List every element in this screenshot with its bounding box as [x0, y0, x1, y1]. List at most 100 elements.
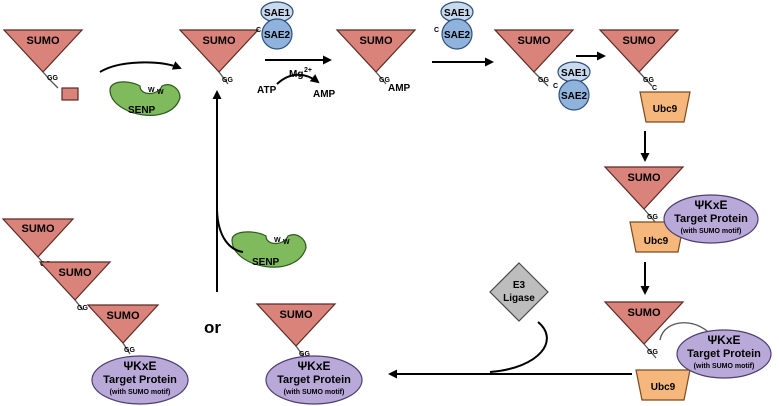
gg-label: GG: [647, 349, 658, 356]
or-label: or: [204, 318, 221, 337]
senp-label: SENP: [252, 257, 280, 268]
c-label: C: [256, 27, 261, 34]
sumoylated-target: SUMO GG ΨKxE Target Protein (with SUMO m…: [255, 303, 363, 405]
sae2-circle: [261, 18, 293, 50]
senp-w1: W: [274, 237, 281, 244]
sae2-label: SAE2: [561, 91, 588, 102]
target-protein-label: Target Protein: [103, 374, 177, 386]
gg-label: GG: [379, 77, 390, 84]
sumo-triangle: [603, 301, 685, 345]
sumo-motif-label: (with SUMO motif): [110, 389, 171, 396]
sumo-triangle: [2, 29, 84, 73]
atp-amp-arrow: [276, 73, 320, 85]
sumo-label: SUMO: [59, 267, 92, 279]
ubc9-label: Ubc9: [651, 382, 676, 393]
senp-top: SENP W W: [109, 81, 181, 116]
sumo-triangle: [335, 29, 417, 73]
ubc9-label: Ubc9: [644, 236, 669, 247]
mg-label: Mg: [289, 69, 303, 80]
target-protein: [676, 329, 772, 379]
propeptide-square: [61, 87, 79, 101]
sae1-label: SAE1: [444, 8, 471, 19]
cleavage-arrow: [99, 61, 182, 73]
sumo-motif-label: (with SUMO motif): [681, 228, 742, 235]
target-protein: [663, 194, 759, 244]
pro-sumo: SUMO GG: [2, 29, 84, 101]
e3-diamond: [489, 262, 549, 322]
gg-label: GG: [124, 347, 135, 354]
sumo-triangle-2: [38, 261, 112, 301]
mg-superscript: 2+: [304, 67, 312, 74]
gg-tail: [643, 208, 657, 224]
sumo-triangle: [603, 166, 685, 210]
sumo-ubc9-target-e3: SUMO GG Ubc9 ΨKxE Target Protein (with S…: [603, 301, 772, 401]
gg-label: GG: [222, 77, 233, 84]
target-protein: [265, 355, 363, 405]
gg-tail: [533, 71, 549, 87]
senp-blob: [231, 231, 307, 268]
sumo-triangle: [598, 29, 680, 73]
gg-tail: [74, 299, 84, 311]
gg-tail: [42, 71, 59, 89]
sumo-label: SUMO: [27, 35, 60, 47]
e3-ligase: E3 Ligase: [489, 262, 549, 373]
senp-w2: W: [157, 89, 164, 96]
sae1-label: SAE1: [264, 8, 291, 19]
sumo-motif-label: (with SUMO motif): [694, 363, 755, 370]
e3-line2: Ligase: [503, 293, 535, 304]
senp-blob: [109, 81, 181, 116]
atp-label: ATP: [257, 85, 277, 96]
sumo-triangle: [178, 29, 260, 73]
gg-label: GG: [47, 75, 58, 82]
c-label: C: [434, 27, 439, 34]
gg-tail: [218, 71, 229, 85]
target-protein: [91, 355, 189, 405]
sumo-label: SUMO: [518, 35, 551, 47]
ubc9-label: Ubc9: [653, 104, 678, 115]
gg-tail: [643, 343, 657, 359]
sumo-label: SUMO: [203, 35, 236, 47]
psikxe-label: ΨKxE: [707, 333, 740, 347]
sae2-circle: [558, 79, 590, 111]
sae2-label: SAE2: [264, 30, 291, 41]
sumo-triangle-1: [1, 218, 75, 258]
sumo-ubc9-target: SUMO GG Ubc9 ΨKxE Target Protein (with S…: [603, 166, 759, 253]
sumo-amp: SUMO GG AMP: [335, 29, 417, 94]
e3-feed-curve: [489, 321, 548, 373]
sae2-label: SAE2: [444, 30, 471, 41]
mature-sumo: SUMO GG: [178, 29, 260, 85]
sumo-label: SUMO: [280, 309, 313, 321]
senp-w1: W: [148, 87, 155, 94]
sumo-label: SUMO: [360, 35, 393, 47]
amp-label: AMP: [313, 89, 336, 100]
senp-label: SENP: [128, 105, 156, 116]
gg-tail: [375, 71, 387, 85]
ubc9-shape: [639, 91, 691, 123]
sumo-triangle: [493, 29, 575, 73]
gg-label: GG: [538, 77, 549, 84]
sumo-triangle-3: [86, 304, 160, 344]
senp-feed-curve: [216, 209, 244, 253]
gg-label: GG: [77, 305, 88, 312]
psikxe-label: ΨKxE: [123, 359, 156, 373]
ubc9-shape: [635, 369, 691, 401]
amp-label-2: AMP: [388, 83, 411, 94]
gg-tail: [638, 71, 653, 87]
e3-line1: E3: [513, 280, 526, 291]
poly-sumo-chain: SUMO GG SUMO GG SUMO GG ΨKxE Target Prot…: [1, 218, 189, 405]
sumo-motif-label: (with SUMO motif): [284, 389, 345, 396]
c-label: C: [553, 83, 558, 90]
sae-complex-2: SAE1 SAE2 C: [434, 1, 474, 50]
psikxe-label: ΨKxE: [694, 198, 727, 212]
sumo-label: SUMO: [623, 35, 656, 47]
gg-label: GG: [299, 351, 310, 358]
sumo-triangle: [255, 303, 337, 347]
sae2-circle: [441, 18, 473, 50]
sumo-label: SUMO: [107, 310, 140, 322]
sae1-label: SAE1: [561, 68, 588, 79]
sumo-sae-thioester: SUMO GG C SAE1 SAE2: [493, 29, 591, 111]
gg-label: GG: [643, 77, 654, 84]
senp-bottom: SENP W W: [231, 231, 307, 268]
